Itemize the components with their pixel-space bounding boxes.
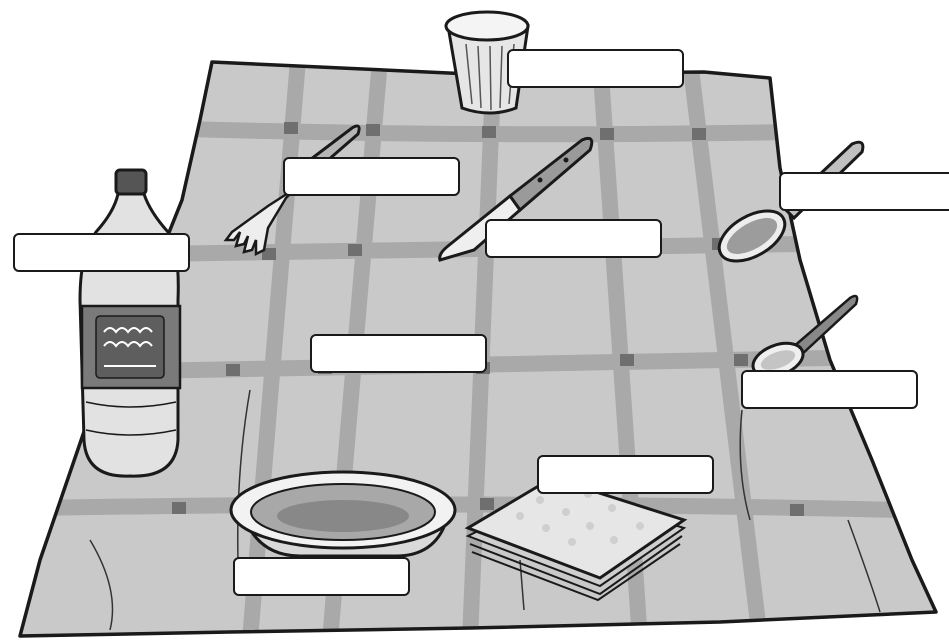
knife-label-box[interactable] [485,219,662,258]
bowl-label-box[interactable] [233,557,410,596]
tablespoon-label-box[interactable] [779,172,949,211]
teaspoon-label-box[interactable] [741,370,918,409]
tablecloth-label-box[interactable] [310,334,487,373]
napkins-label-box[interactable] [537,455,714,494]
bottle-label-box[interactable] [13,233,190,272]
fork-label-box[interactable] [283,157,460,196]
cup-label-box[interactable] [507,49,684,88]
bottle-icon [80,170,180,476]
bowl-icon [231,472,455,556]
